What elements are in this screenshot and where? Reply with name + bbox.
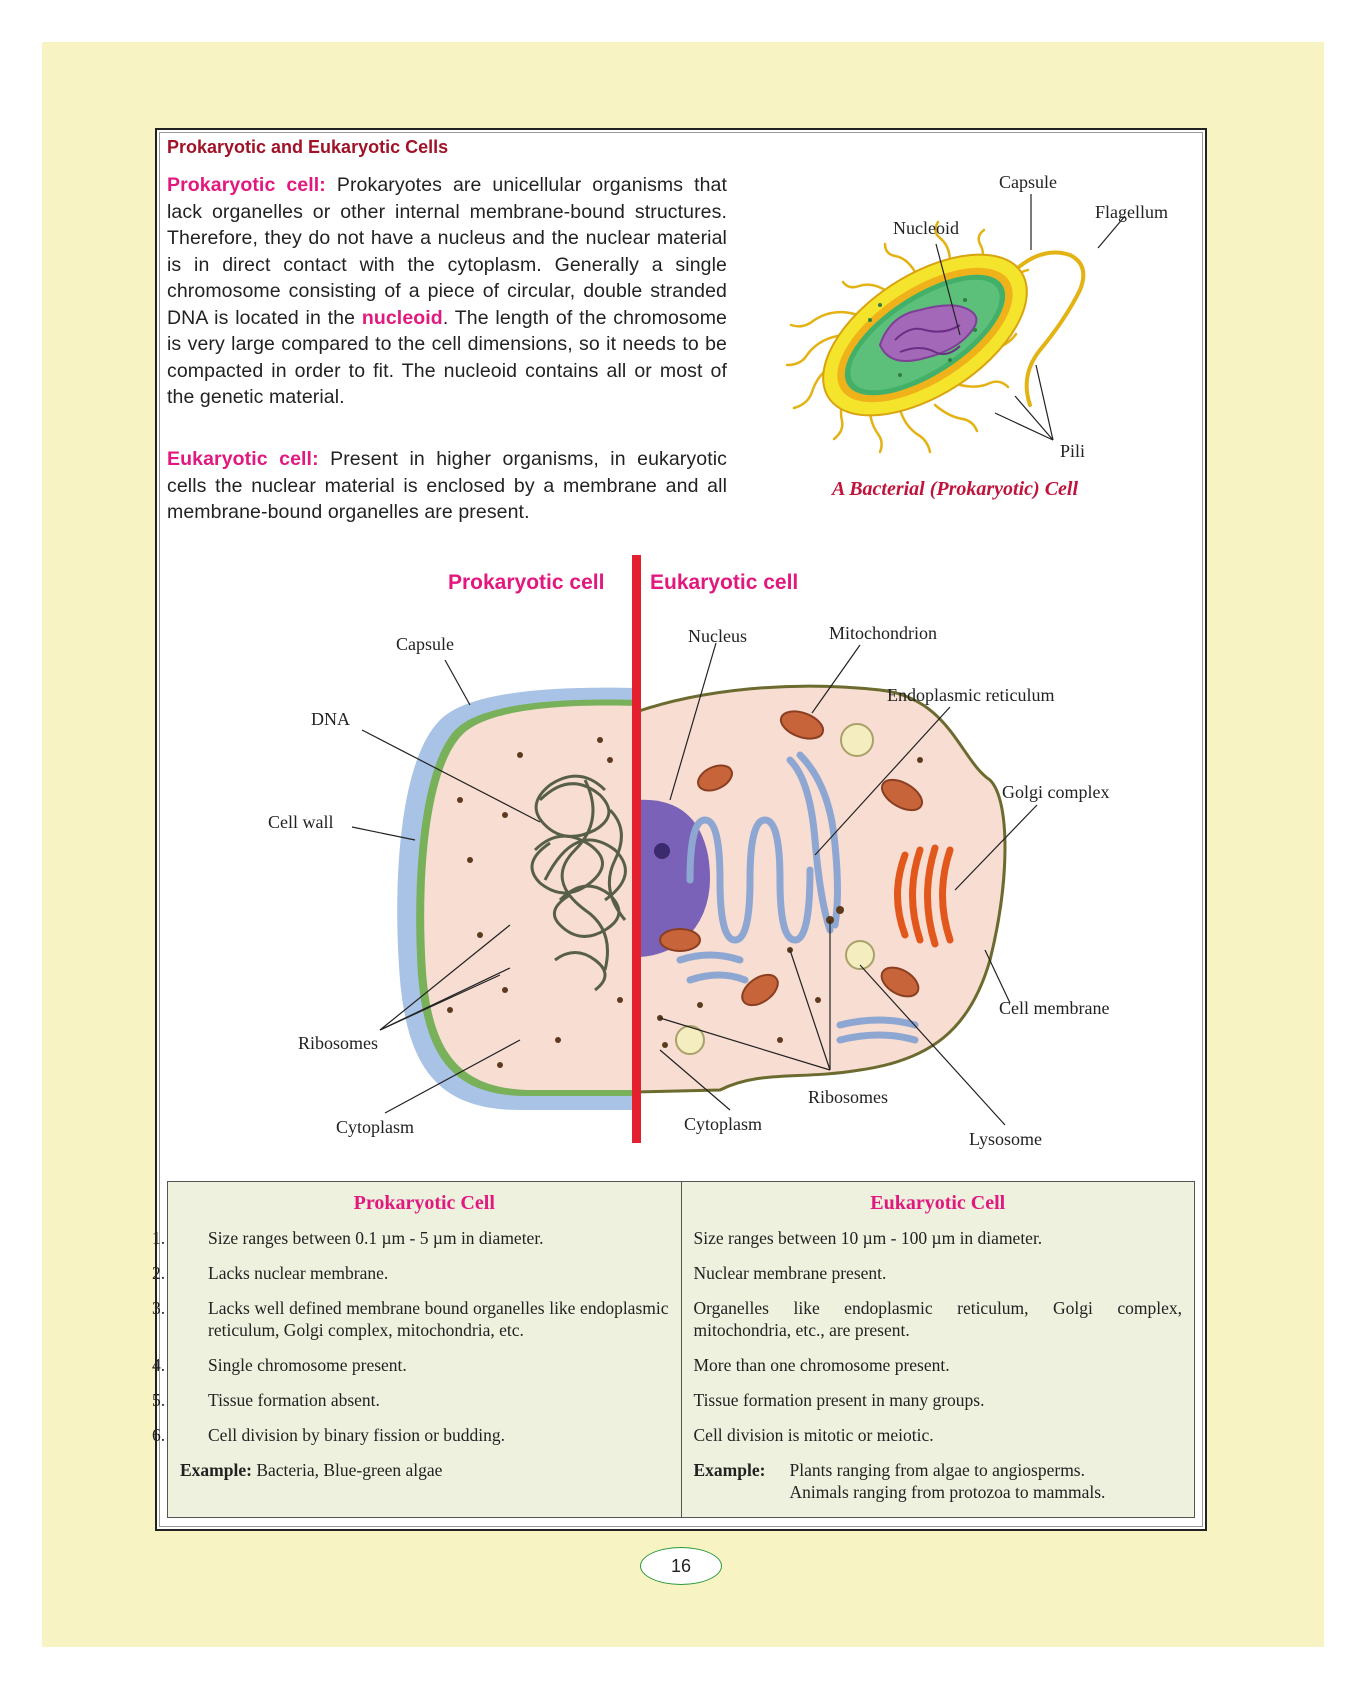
row-right-text: Size ranges between 10 µm - 100 µm in di… (681, 1221, 1195, 1256)
label-cytoplasm-left: Cytoplasm (336, 1117, 414, 1138)
table-row: 4.Single chromosome present. More than o… (168, 1348, 1195, 1383)
example-key-right: Example: (694, 1459, 790, 1503)
label-mitochondrion: Mitochondrion (829, 623, 937, 644)
table-row: 2.Lacks nuclear membrane. Nuclear membra… (168, 1256, 1195, 1291)
label-dna: DNA (311, 709, 350, 730)
table-header-prokaryotic: Prokaryotic Cell (168, 1182, 682, 1222)
prokaryotic-cell-body (397, 688, 636, 1110)
row-number: 3. (180, 1297, 208, 1319)
row-right-text: Tissue formation present in many groups. (681, 1383, 1195, 1418)
cell-divider (632, 555, 641, 1143)
row-number: 6. (180, 1424, 208, 1446)
table-row: 1.Size ranges between 0.1 µm - 5 µm in d… (168, 1221, 1195, 1256)
label-golgi-complex: Golgi complex (1002, 782, 1109, 803)
label-cell-membrane: Cell membrane (999, 998, 1109, 1019)
row-left-text: Tissue formation absent. (208, 1390, 380, 1410)
row-left-text: Cell division by binary fission or buddi… (208, 1425, 505, 1445)
label-capsule: Capsule (396, 634, 454, 655)
row-left-text: Lacks well defined membrane bound organe… (208, 1298, 669, 1340)
row-number: 2. (180, 1262, 208, 1284)
table-row: 6.Cell division by binary fission or bud… (168, 1418, 1195, 1453)
row-left-text: Size ranges between 0.1 µm - 5 µm in dia… (208, 1228, 544, 1248)
table-example-row: Example: Bacteria, Blue-green algae Exam… (168, 1453, 1195, 1518)
row-number: 5. (180, 1389, 208, 1411)
example-key-left: Example: (180, 1460, 252, 1480)
table-row: 5.Tissue formation absent. Tissue format… (168, 1383, 1195, 1418)
row-number: 4. (180, 1354, 208, 1376)
label-cell-wall: Cell wall (268, 812, 334, 833)
table-header-eukaryotic: Eukaryotic Cell (681, 1182, 1195, 1222)
row-number: 1. (180, 1227, 208, 1249)
row-right-text: Organelles like endoplasmic reticulum, G… (681, 1291, 1195, 1348)
row-left-text: Single chromosome present. (208, 1355, 407, 1375)
label-nucleus: Nucleus (688, 626, 747, 647)
label-lysosome: Lysosome (969, 1129, 1042, 1150)
label-ribosomes-left: Ribosomes (298, 1033, 378, 1054)
nucleolus (654, 843, 670, 859)
row-right-text: More than one chromosome present. (681, 1348, 1195, 1383)
example-right-line-2: Animals ranging from protozoa to mammals… (790, 1481, 1106, 1503)
label-cytoplasm-right: Cytoplasm (684, 1114, 762, 1135)
row-right-text: Cell division is mitotic or meiotic. (681, 1418, 1195, 1453)
label-endoplasmic-reticulum: Endoplasmic reticulum (887, 685, 1054, 706)
example-right-line-1: Plants ranging from algae to angiosperms… (790, 1459, 1106, 1481)
table-header-row: Prokaryotic Cell Eukaryotic Cell (168, 1182, 1195, 1222)
label-ribosomes-right: Ribosomes (808, 1087, 888, 1108)
row-right-text: Nuclear membrane present. (681, 1256, 1195, 1291)
table-row: 3.Lacks well defined membrane bound orga… (168, 1291, 1195, 1348)
page-number: 16 (640, 1547, 722, 1585)
example-value-left: Bacteria, Blue-green algae (256, 1460, 442, 1480)
comparison-table: Prokaryotic Cell Eukaryotic Cell 1.Size … (167, 1181, 1195, 1518)
row-left-text: Lacks nuclear membrane. (208, 1263, 388, 1283)
